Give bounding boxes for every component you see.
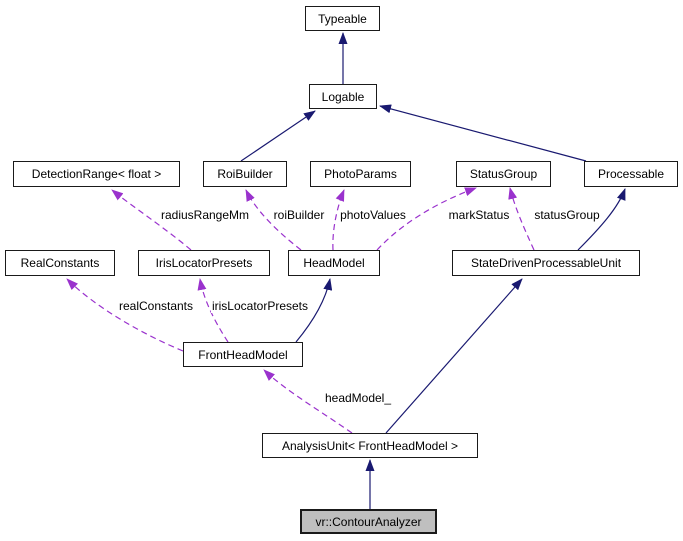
edge-label-realconstants: realConstants bbox=[117, 299, 195, 313]
edge-irislocatorpresets-to-detectionrange bbox=[111, 189, 192, 251]
node-detectionrange-float[interactable]: DetectionRange< float > bbox=[13, 161, 180, 187]
node-headmodel[interactable]: HeadModel bbox=[288, 250, 380, 276]
edge-roibuilder-to-logable bbox=[240, 110, 316, 162]
node-analysisunit-frontheadmodel[interactable]: AnalysisUnit< FrontHeadModel > bbox=[262, 433, 478, 458]
edge-headmodel-to-statusgroup bbox=[376, 187, 477, 251]
edge-label-markstatus: markStatus bbox=[447, 208, 511, 222]
edge-label-statusgroup: statusGroup bbox=[533, 208, 601, 222]
edge-processable-to-logable bbox=[379, 104, 587, 162]
node-statedrivenprocessableunit[interactable]: StateDrivenProcessableUnit bbox=[452, 250, 640, 276]
edge-analysisunit-to-statedrivenprocessableunit bbox=[385, 278, 523, 434]
node-typeable[interactable]: Typeable bbox=[305, 6, 380, 31]
edge-headmodel-to-roibuilder bbox=[245, 189, 302, 251]
edge-label-roibuilder: roiBuilder bbox=[272, 208, 326, 222]
edge-statedrivenprocessableunit-to-processable bbox=[577, 188, 626, 251]
edge-label-irislocatorpresets: irisLocatorPresets bbox=[210, 299, 310, 313]
edge-frontheadmodel-to-realconstants bbox=[66, 278, 184, 352]
node-roibuilder[interactable]: RoiBuilder bbox=[203, 161, 287, 187]
edge-label-photovalues: photoValues bbox=[339, 208, 407, 222]
edge-analysisunit-to-frontheadmodel bbox=[263, 369, 353, 434]
edge-frontheadmodel-to-headmodel bbox=[295, 278, 333, 343]
node-processable[interactable]: Processable bbox=[584, 161, 678, 187]
node-statusgroup[interactable]: StatusGroup bbox=[456, 161, 551, 187]
node-photoparams[interactable]: PhotoParams bbox=[310, 161, 411, 187]
edge-statedrivenprocessableunit-to-statusgroup bbox=[508, 187, 535, 251]
node-logable[interactable]: Logable bbox=[309, 84, 377, 109]
node-frontheadmodel[interactable]: FrontHeadModel bbox=[183, 342, 303, 367]
node-vr-contouranalyzer: vr::ContourAnalyzer bbox=[300, 509, 437, 534]
edge-frontheadmodel-to-irislocatorpresets bbox=[197, 278, 229, 343]
edge-label-headmodel_: headModel_ bbox=[323, 391, 393, 405]
node-irislocatorpresets[interactable]: IrisLocatorPresets bbox=[138, 250, 270, 276]
edge-headmodel-to-photoparams bbox=[332, 189, 345, 251]
node-realconstants[interactable]: RealConstants bbox=[5, 250, 115, 276]
edge-label-radiusrangemm: radiusRangeMm bbox=[159, 208, 251, 222]
